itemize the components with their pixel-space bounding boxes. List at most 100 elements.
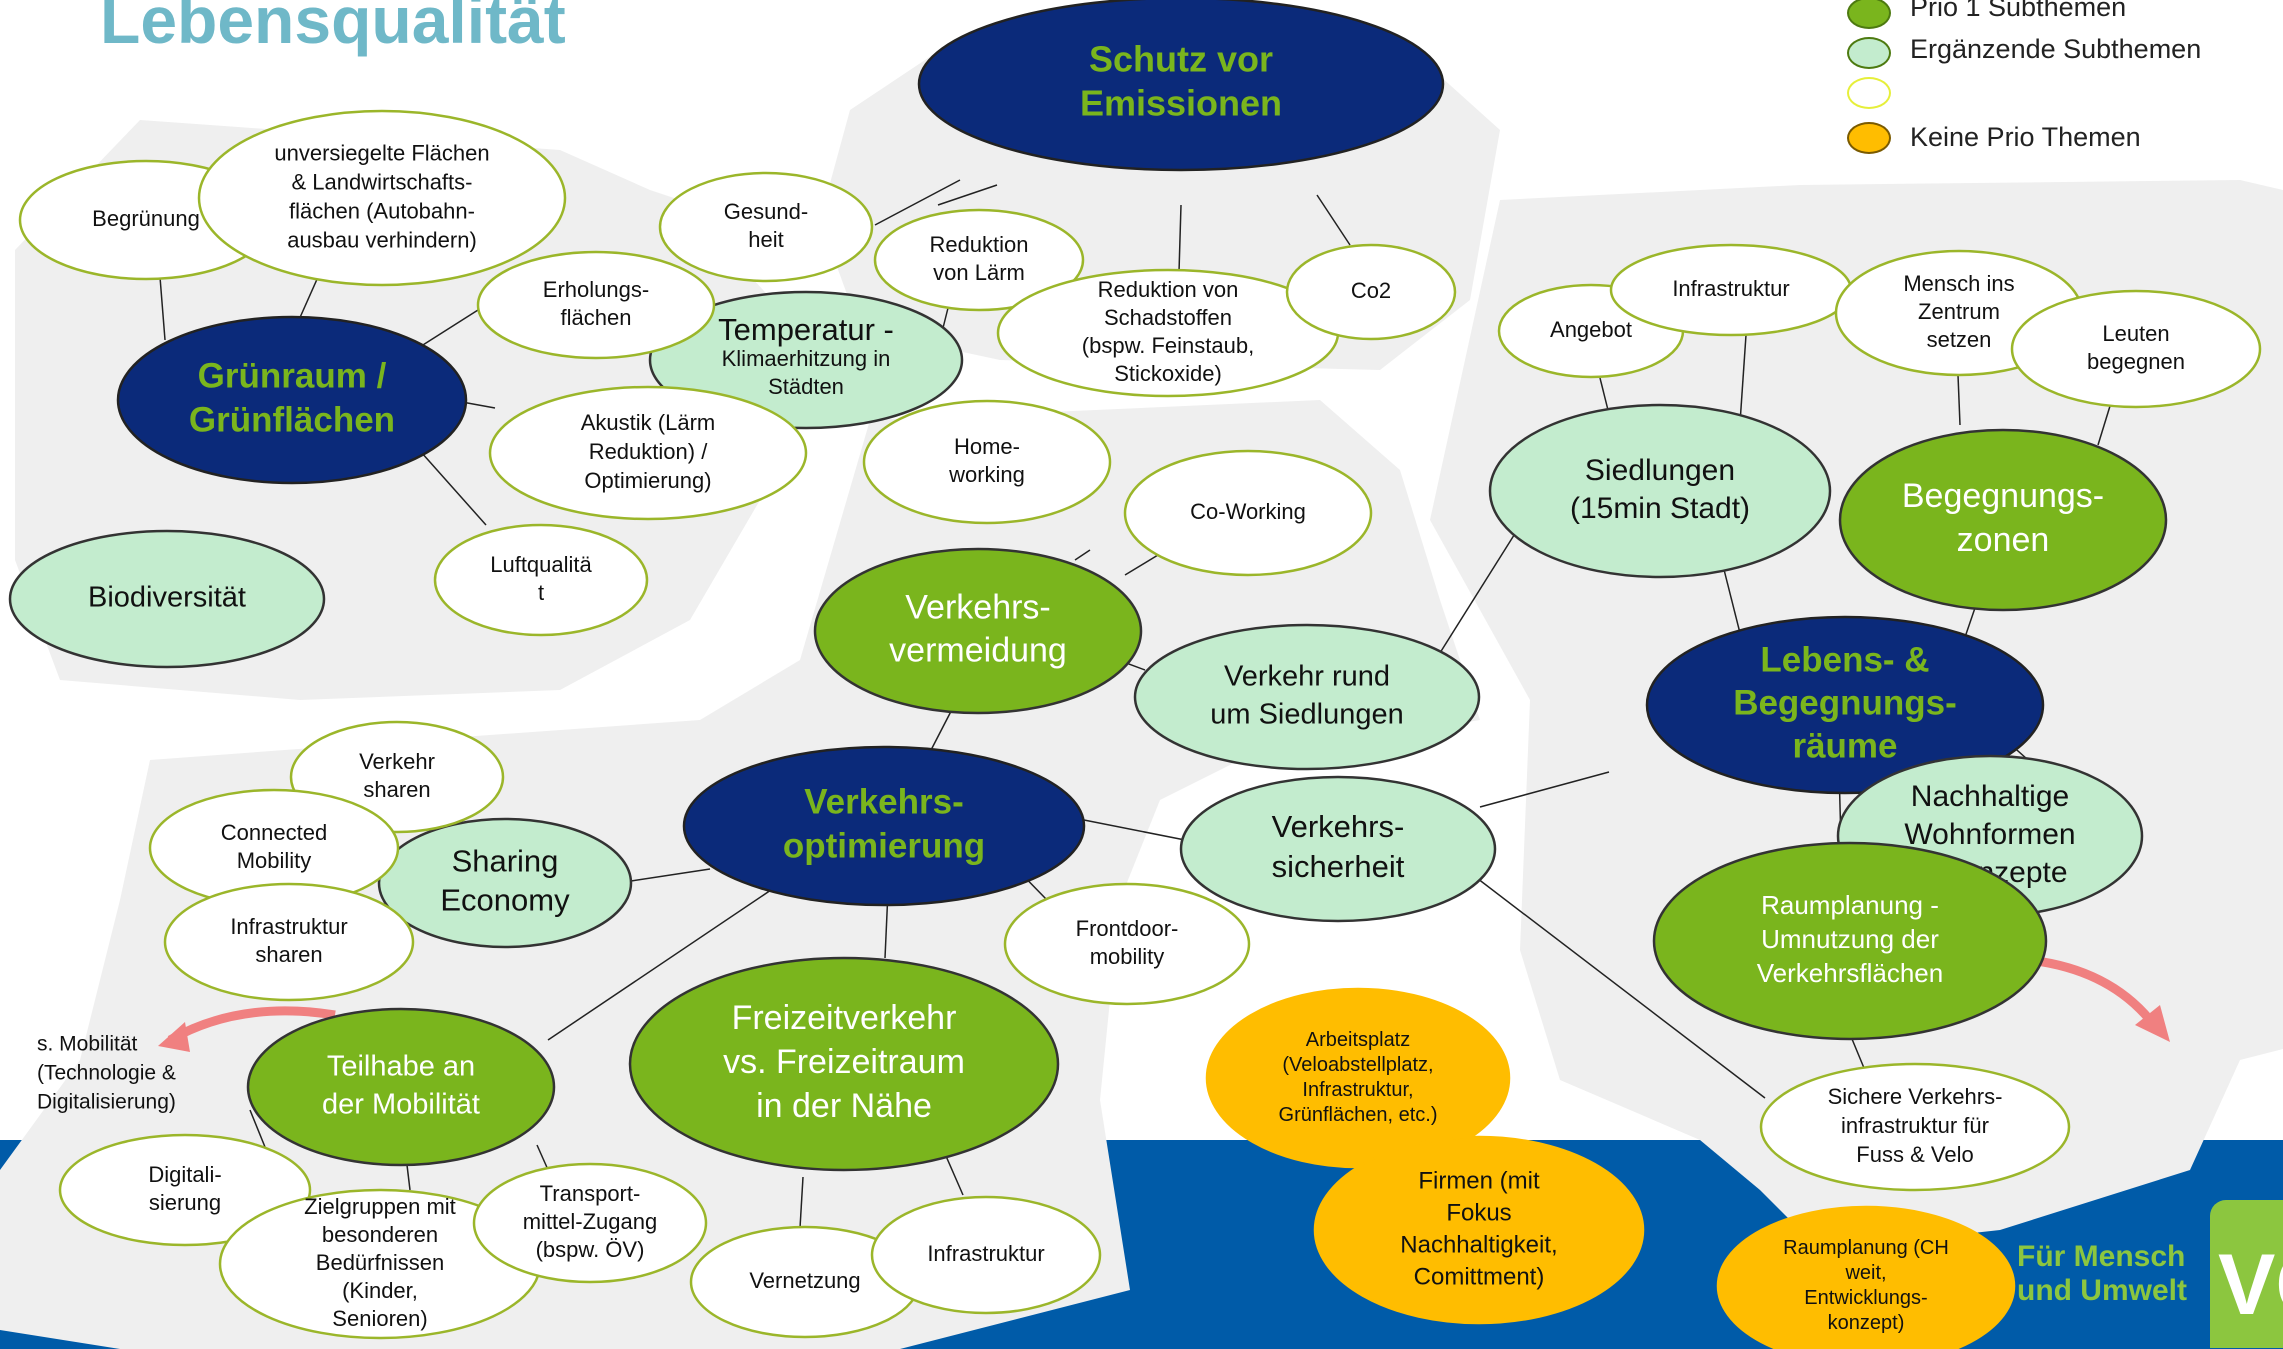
node-label-line: Reduktion von — [1098, 277, 1239, 302]
node-ellipse — [433, 523, 649, 637]
node-ellipse — [873, 208, 1085, 312]
node-ellipse — [870, 1195, 1102, 1315]
legend-label-supplement: Ergänzende Subthemen — [1910, 34, 2202, 64]
node-frontdoor: Frontdoor-mobility — [1003, 882, 1251, 1006]
node-label-line: Begrünung — [92, 206, 200, 231]
node-begegnungszonen: Begegnungs-zonen — [1838, 428, 2168, 612]
tagline-line-2: und Umwelt — [2017, 1274, 2187, 1307]
node-raumplanung: Raumplanung -Umnutzung derVerkehrsfläche… — [1652, 841, 2048, 1041]
node-label-line: sierung — [149, 1190, 221, 1215]
node-label-line: infrastruktur für — [1841, 1113, 1989, 1138]
node-co2: Co2 — [1285, 243, 1457, 341]
node-gruenraum: Grünraum /Grünflächen — [116, 315, 468, 485]
node-label-line: Infrastruktur — [230, 914, 347, 939]
node-label-line: Städten — [768, 374, 844, 399]
node-label-line: Infrastruktur, — [1302, 1079, 1413, 1101]
connector-line — [461, 401, 496, 409]
node-label-line: Verkehrsflächen — [1757, 958, 1943, 988]
node-lebensraeume: Lebens- & Begegnungs-räume — [1645, 615, 2045, 795]
node-label-line: Sichere Verkehrs- — [1828, 1084, 2003, 1109]
node-label-line: Firmen (mit — [1418, 1167, 1540, 1194]
node-homeworking: Home-working — [862, 399, 1112, 525]
legend-label-noprio: Keine Prio Themen — [1910, 122, 2141, 152]
node-label-line: Co-Working — [1190, 499, 1306, 524]
node-label-line: Infrastruktur — [1672, 276, 1789, 301]
tagline-line-1: Für Mensch — [2017, 1240, 2186, 1273]
node-ellipse — [163, 882, 415, 1002]
node-label-line: Verkehrs- — [804, 782, 964, 821]
node-label-line: räume — [1792, 726, 1897, 765]
connector-line — [1432, 531, 1517, 665]
node-label-line: flächen (Autobahn- — [289, 198, 475, 223]
node-raumplanung_ch: Raumplanung (CHweit,Entwicklungs-konzept… — [1716, 1205, 2016, 1349]
node-label-line: Mobility — [237, 848, 312, 873]
connector-line — [547, 889, 772, 1041]
connector-line — [1316, 194, 1351, 246]
node-label-line: Erholungs- — [543, 277, 649, 302]
node-label-line: Schadstoffen — [1104, 305, 1232, 330]
node-siedlungen: Siedlungen(15min Stadt) — [1488, 403, 1832, 579]
node-label-line: Reduktion — [929, 232, 1028, 257]
node-ellipse — [1838, 428, 2168, 612]
node-label-line: Lebens- & — [1760, 640, 1929, 679]
node-ellipse — [377, 817, 633, 949]
connector-line — [2097, 405, 2111, 446]
node-label-line: Arbeitsplatz — [1306, 1029, 1411, 1051]
node-label-line: setzen — [1927, 327, 1992, 352]
node-zielgruppen: Zielgruppen mitbesonderenBedürfnissen(Ki… — [218, 1188, 542, 1340]
node-label-line: ausbau verhindern) — [287, 227, 477, 252]
node-ellipse — [1759, 1062, 2071, 1192]
node-ellipse — [1488, 403, 1832, 579]
page-title: Lebensqualität — [100, 0, 566, 57]
connector-line — [1851, 1038, 1865, 1069]
legend-label-prio1: Prio 1 Subthemen — [1910, 0, 2127, 22]
node-label-line: Economy — [440, 883, 570, 918]
node-label-line: Mensch ins — [1903, 271, 2014, 296]
node-label-line: mobility — [1090, 944, 1165, 969]
node-label-line: Begegnungs- — [1733, 683, 1957, 722]
node-label-line: Angebot — [1550, 317, 1632, 342]
node-label-line: Fuss & Velo — [1856, 1142, 1973, 1167]
node-ellipse — [8, 529, 326, 669]
connector-line — [406, 1164, 411, 1191]
node-ellipse — [1645, 615, 2045, 795]
node-label-line: unversiegelte Flächen — [274, 140, 489, 165]
connector-line — [249, 1109, 266, 1148]
node-label-line: Frontdoor- — [1076, 916, 1179, 941]
node-label-line: t — [538, 580, 544, 605]
node-label-line: Biodiversität — [88, 582, 246, 614]
node-label-line: vermeidung — [889, 631, 1067, 669]
node-coworking: Co-Working — [1123, 449, 1373, 577]
connector-line — [1178, 204, 1182, 273]
node-label-line: Fokus — [1446, 1199, 1511, 1226]
connector-line — [1124, 554, 1159, 576]
node-label-line: in der Nähe — [756, 1087, 932, 1125]
connector-line — [1739, 334, 1747, 424]
connector-line — [1479, 771, 1610, 808]
node-label-line: optimierung — [783, 826, 985, 865]
node-label-line: Verkehrs- — [905, 588, 1051, 626]
node-label-line: Verkehr — [359, 749, 435, 774]
node-label-line: Raumplanung - — [1761, 890, 1939, 920]
node-label-line: (bspw. Feinstaub, — [1082, 333, 1254, 358]
node-ellipse — [813, 547, 1143, 715]
node-label-line: heit — [748, 227, 783, 252]
free-text-line: s. Mobilität — [37, 1033, 138, 1056]
node-label-line: (Veloabstellplatz, — [1282, 1054, 1433, 1076]
connector-line — [1957, 374, 1961, 426]
node-unversiegelt: unversiegelte Flächen& Landwirtschafts-f… — [197, 109, 567, 287]
node-label-line: Temperatur - — [718, 312, 894, 347]
connector-line — [412, 442, 487, 526]
node-vernetzung: Vernetzung — [689, 1225, 921, 1339]
node-label-line: Vernetzung — [749, 1268, 860, 1293]
